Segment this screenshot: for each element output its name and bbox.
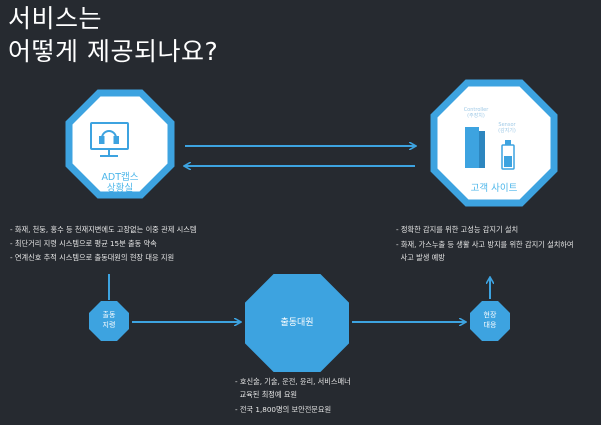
list-item: - 전국 1,800명의 보안전문요원	[235, 405, 332, 414]
sensor-device-icon	[501, 140, 515, 170]
customer-site-features: - 정확한 감지를 위한 고성능 감지기 설치 - 화재, 가스누출 등 생활 …	[396, 223, 574, 264]
controller-device-icon	[465, 127, 485, 168]
list-item: - 정확한 감지를 위한 고성능 감지기 설치	[396, 225, 519, 234]
list-item: 교육된 최정예 요원	[235, 390, 298, 399]
dispatch-node	[89, 301, 129, 341]
control-center-features: - 화재, 천둥, 홍수 등 천재지변에도 고장없는 이중 관제 시스템 - 최…	[10, 223, 196, 265]
list-item: - 연계신호 추적 시스템으로 출동대원의 현장 대응 지원	[10, 253, 175, 262]
customer-site-node	[430, 79, 558, 207]
headset-monitor-icon	[90, 122, 129, 157]
sensor-label: Sensor (감지기)	[498, 122, 516, 134]
list-item: 사고 발생 예방	[396, 253, 445, 262]
customer-site-label: 고객 사이트	[470, 183, 518, 194]
page-title: 서비스는 어떻게 제공되나요?	[8, 2, 218, 68]
list-item: - 화재, 천둥, 홍수 등 천재지변에도 고장없는 이중 관제 시스템	[10, 225, 197, 234]
controller-label: Controller (주장치)	[463, 107, 489, 119]
onsite-label: 현장 대응	[483, 311, 497, 329]
dispatch-team-node	[245, 274, 349, 372]
onsite-node	[470, 301, 510, 341]
title-line-1: 서비스는	[8, 4, 103, 33]
dispatch-label: 출동 지령	[102, 311, 116, 329]
dispatch-team-features: - 호신술, 기술, 운전, 윤리, 서비스매너 교육된 최정예 요원 - 전국…	[235, 375, 351, 416]
control-center-label: ADT캡스 상황실	[101, 172, 139, 194]
control-center-node	[65, 89, 175, 199]
list-item: - 최단거리 지령 시스템으로 평균 15분 출동 약속	[10, 239, 157, 248]
list-item: - 호신술, 기술, 운전, 윤리, 서비스매너	[235, 377, 351, 386]
title-line-2: 어떻게 제공되나요?	[8, 37, 219, 66]
list-item: - 화재, 가스누출 등 생활 사고 방지를 위한 감지기 설치하여	[396, 240, 574, 249]
dispatch-team-label: 출동대원	[280, 318, 314, 328]
